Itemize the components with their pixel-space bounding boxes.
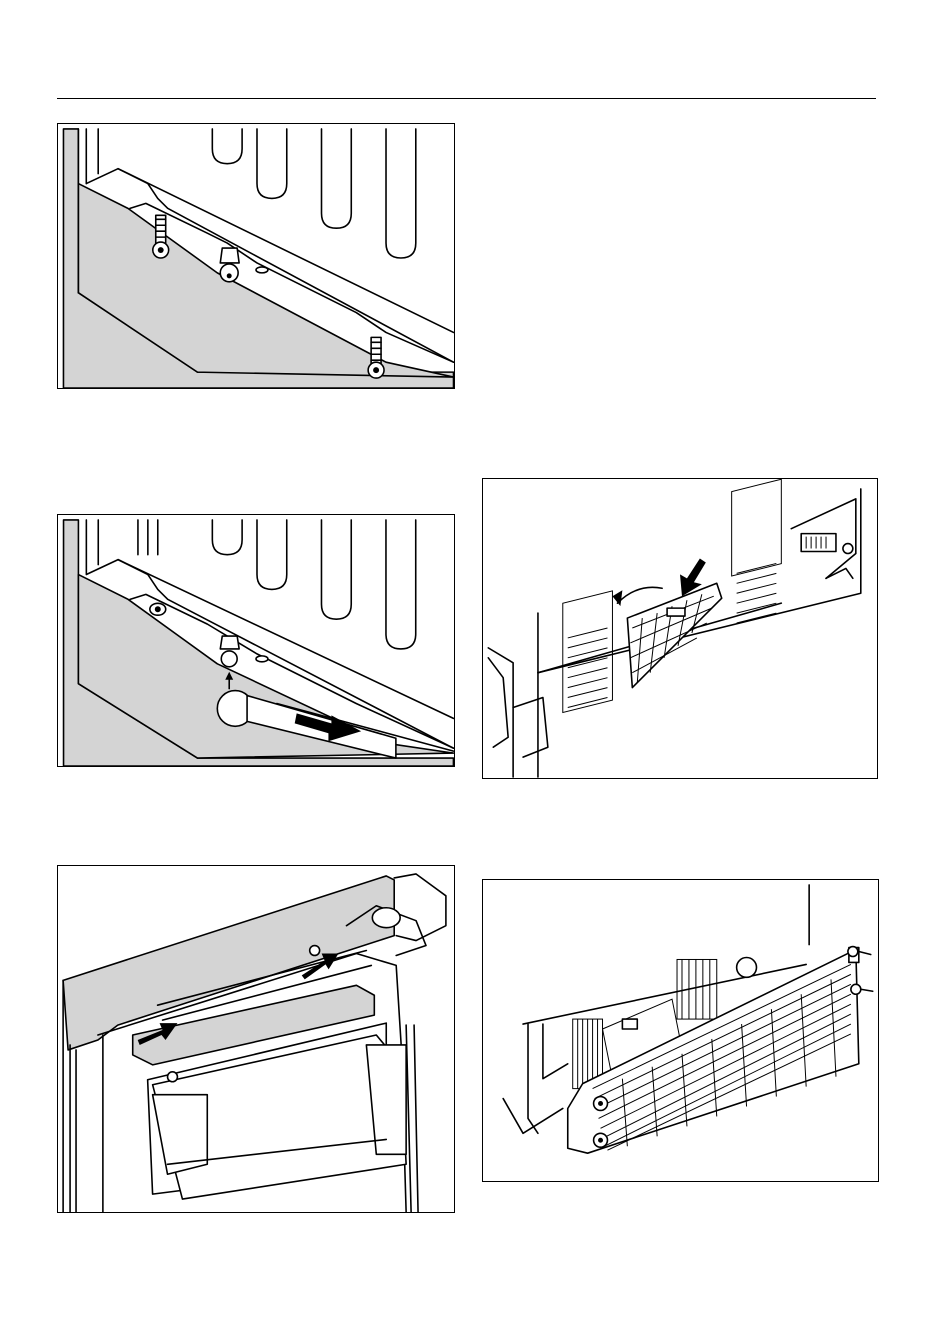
figure-door-trim-strip	[57, 865, 455, 1213]
door-trim-strip-arrows-diagram	[58, 866, 454, 1212]
screws-and-hinge-pin-diagram	[58, 124, 454, 388]
filter-removal-diagram	[483, 479, 877, 778]
header-rule	[57, 98, 876, 99]
vent-grille-screws-diagram	[483, 880, 878, 1181]
hinge-pin-cap-push-diagram	[58, 515, 454, 766]
figure-vent-grille	[482, 879, 879, 1182]
figure-filter-removal	[482, 478, 878, 779]
figure-hinge-pin-cap	[57, 514, 455, 767]
figure-screws-hinge-pin	[57, 123, 455, 389]
